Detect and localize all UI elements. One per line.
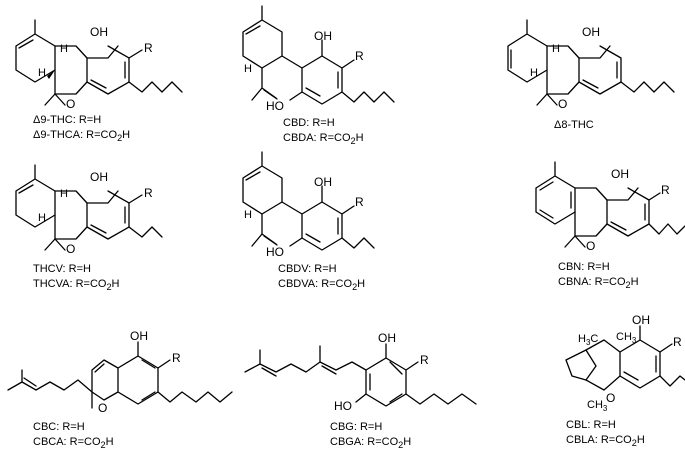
caption-line-1: CBN: R=H	[558, 261, 610, 273]
caption-thcv: THCV: R=H THCVA: R=CO2H	[33, 262, 120, 295]
ring-oxygen-label: O	[558, 97, 567, 111]
r-group-label: R	[355, 195, 364, 209]
caption-line-1: CBDV: R=H	[278, 263, 337, 275]
structure-cbl: H3C CH3 CH3 OH O R	[565, 313, 685, 413]
caption-line-2: CBNA: R=CO2H	[558, 276, 639, 291]
hydrogen-label: H	[530, 67, 538, 79]
caption-line-2: CBDA: R=CO2H	[283, 132, 364, 147]
hydrogen-label: H	[60, 43, 68, 55]
r-group-label: R	[355, 49, 364, 63]
oh-label: OH	[378, 331, 396, 345]
hydrogen-label: H	[38, 67, 46, 79]
ring-oxygen-label: O	[606, 391, 615, 405]
hydrogen-label: H	[244, 209, 252, 221]
caption-line-1: CBC: R=H	[33, 421, 85, 433]
ch3-label: CH3	[616, 331, 637, 345]
hydrogen-label: H	[552, 43, 560, 55]
r-group-label: R	[661, 183, 670, 197]
r-group-label: R	[673, 335, 682, 349]
oh-label: OH	[130, 329, 148, 343]
caption-line-2: CBLA: R=CO2H	[566, 434, 645, 449]
caption-line-1: CBL: R=H	[566, 419, 616, 431]
structure-cbd: OH HO R H	[242, 5, 395, 113]
caption-d8thc: Δ8-THC	[554, 118, 594, 133]
r-group-label: R	[144, 186, 153, 200]
structure-thcv: OH O R H H	[15, 164, 163, 256]
ring-oxygen-label: O	[586, 239, 595, 253]
ring-oxygen-label: O	[98, 401, 107, 415]
caption-line-1: CBD: R=H	[283, 117, 335, 129]
structure-d8thc: OH O H H	[507, 19, 675, 111]
caption-cbg: CBG: R=H CBGA: R=CO2H	[330, 420, 411, 453]
caption-cbdv: CBDV: R=H CBDVA: R=CO2H	[278, 262, 365, 295]
ho-label: HO	[334, 399, 352, 413]
r-group-label: R	[420, 353, 429, 367]
structure-cbn: OH O R	[535, 161, 685, 253]
structure-cbg: OH HO R	[244, 331, 477, 413]
structure-d9thc: OH O R H H	[15, 19, 183, 111]
caption-line-2: THCVA: R=CO2H	[33, 278, 120, 293]
oh-label: OH	[582, 25, 600, 39]
structure-cbdv: OH HO R H	[242, 151, 375, 259]
oh-label: OH	[314, 175, 332, 189]
oh-label: OH	[90, 170, 108, 184]
caption-d9thc: Δ9-THC: R=H Δ9-THCA: R=CO2H	[33, 113, 130, 146]
hydrogen-label: H	[60, 188, 68, 200]
ho-label: HO	[266, 99, 284, 113]
hydrogen-label: H	[244, 63, 252, 75]
caption-line-1: CBG: R=H	[330, 421, 383, 433]
caption-line-1: Δ9-THC: R=H	[33, 114, 102, 126]
oh-label: OH	[632, 313, 650, 327]
caption-line-2: CBGA: R=CO2H	[330, 436, 412, 451]
structure-cbc: OH O R	[7, 329, 233, 415]
hydrogen-label: H	[38, 212, 46, 224]
caption-line-2: CBCA: R=CO2H	[33, 436, 114, 451]
caption-line-1: Δ8-THC	[554, 119, 594, 131]
caption-cbc: CBC: R=H CBCA: R=CO2H	[33, 420, 114, 453]
caption-cbl: CBL: R=H CBLA: R=CO2H	[566, 418, 645, 451]
caption-line-1: THCV: R=H	[33, 263, 91, 275]
oh-label: OH	[314, 29, 332, 43]
ring-oxygen-label: O	[66, 97, 75, 111]
ho-label: HO	[266, 245, 284, 259]
ring-oxygen-label: O	[66, 242, 75, 256]
r-group-label: R	[144, 41, 153, 55]
caption-line-2: CBDVA: R=CO2H	[278, 278, 366, 293]
h3c-label: H3C	[578, 333, 598, 347]
caption-cbd: CBD: R=H CBDA: R=CO2H	[283, 116, 364, 149]
oh-label: OH	[90, 25, 108, 39]
ch3-label: CH3	[587, 399, 608, 413]
oh-label: OH	[611, 167, 629, 181]
caption-line-2: Δ9-THCA: R=CO2H	[33, 129, 131, 144]
r-group-label: R	[172, 351, 181, 365]
caption-cbn: CBN: R=H CBNA: R=CO2H	[558, 260, 639, 293]
